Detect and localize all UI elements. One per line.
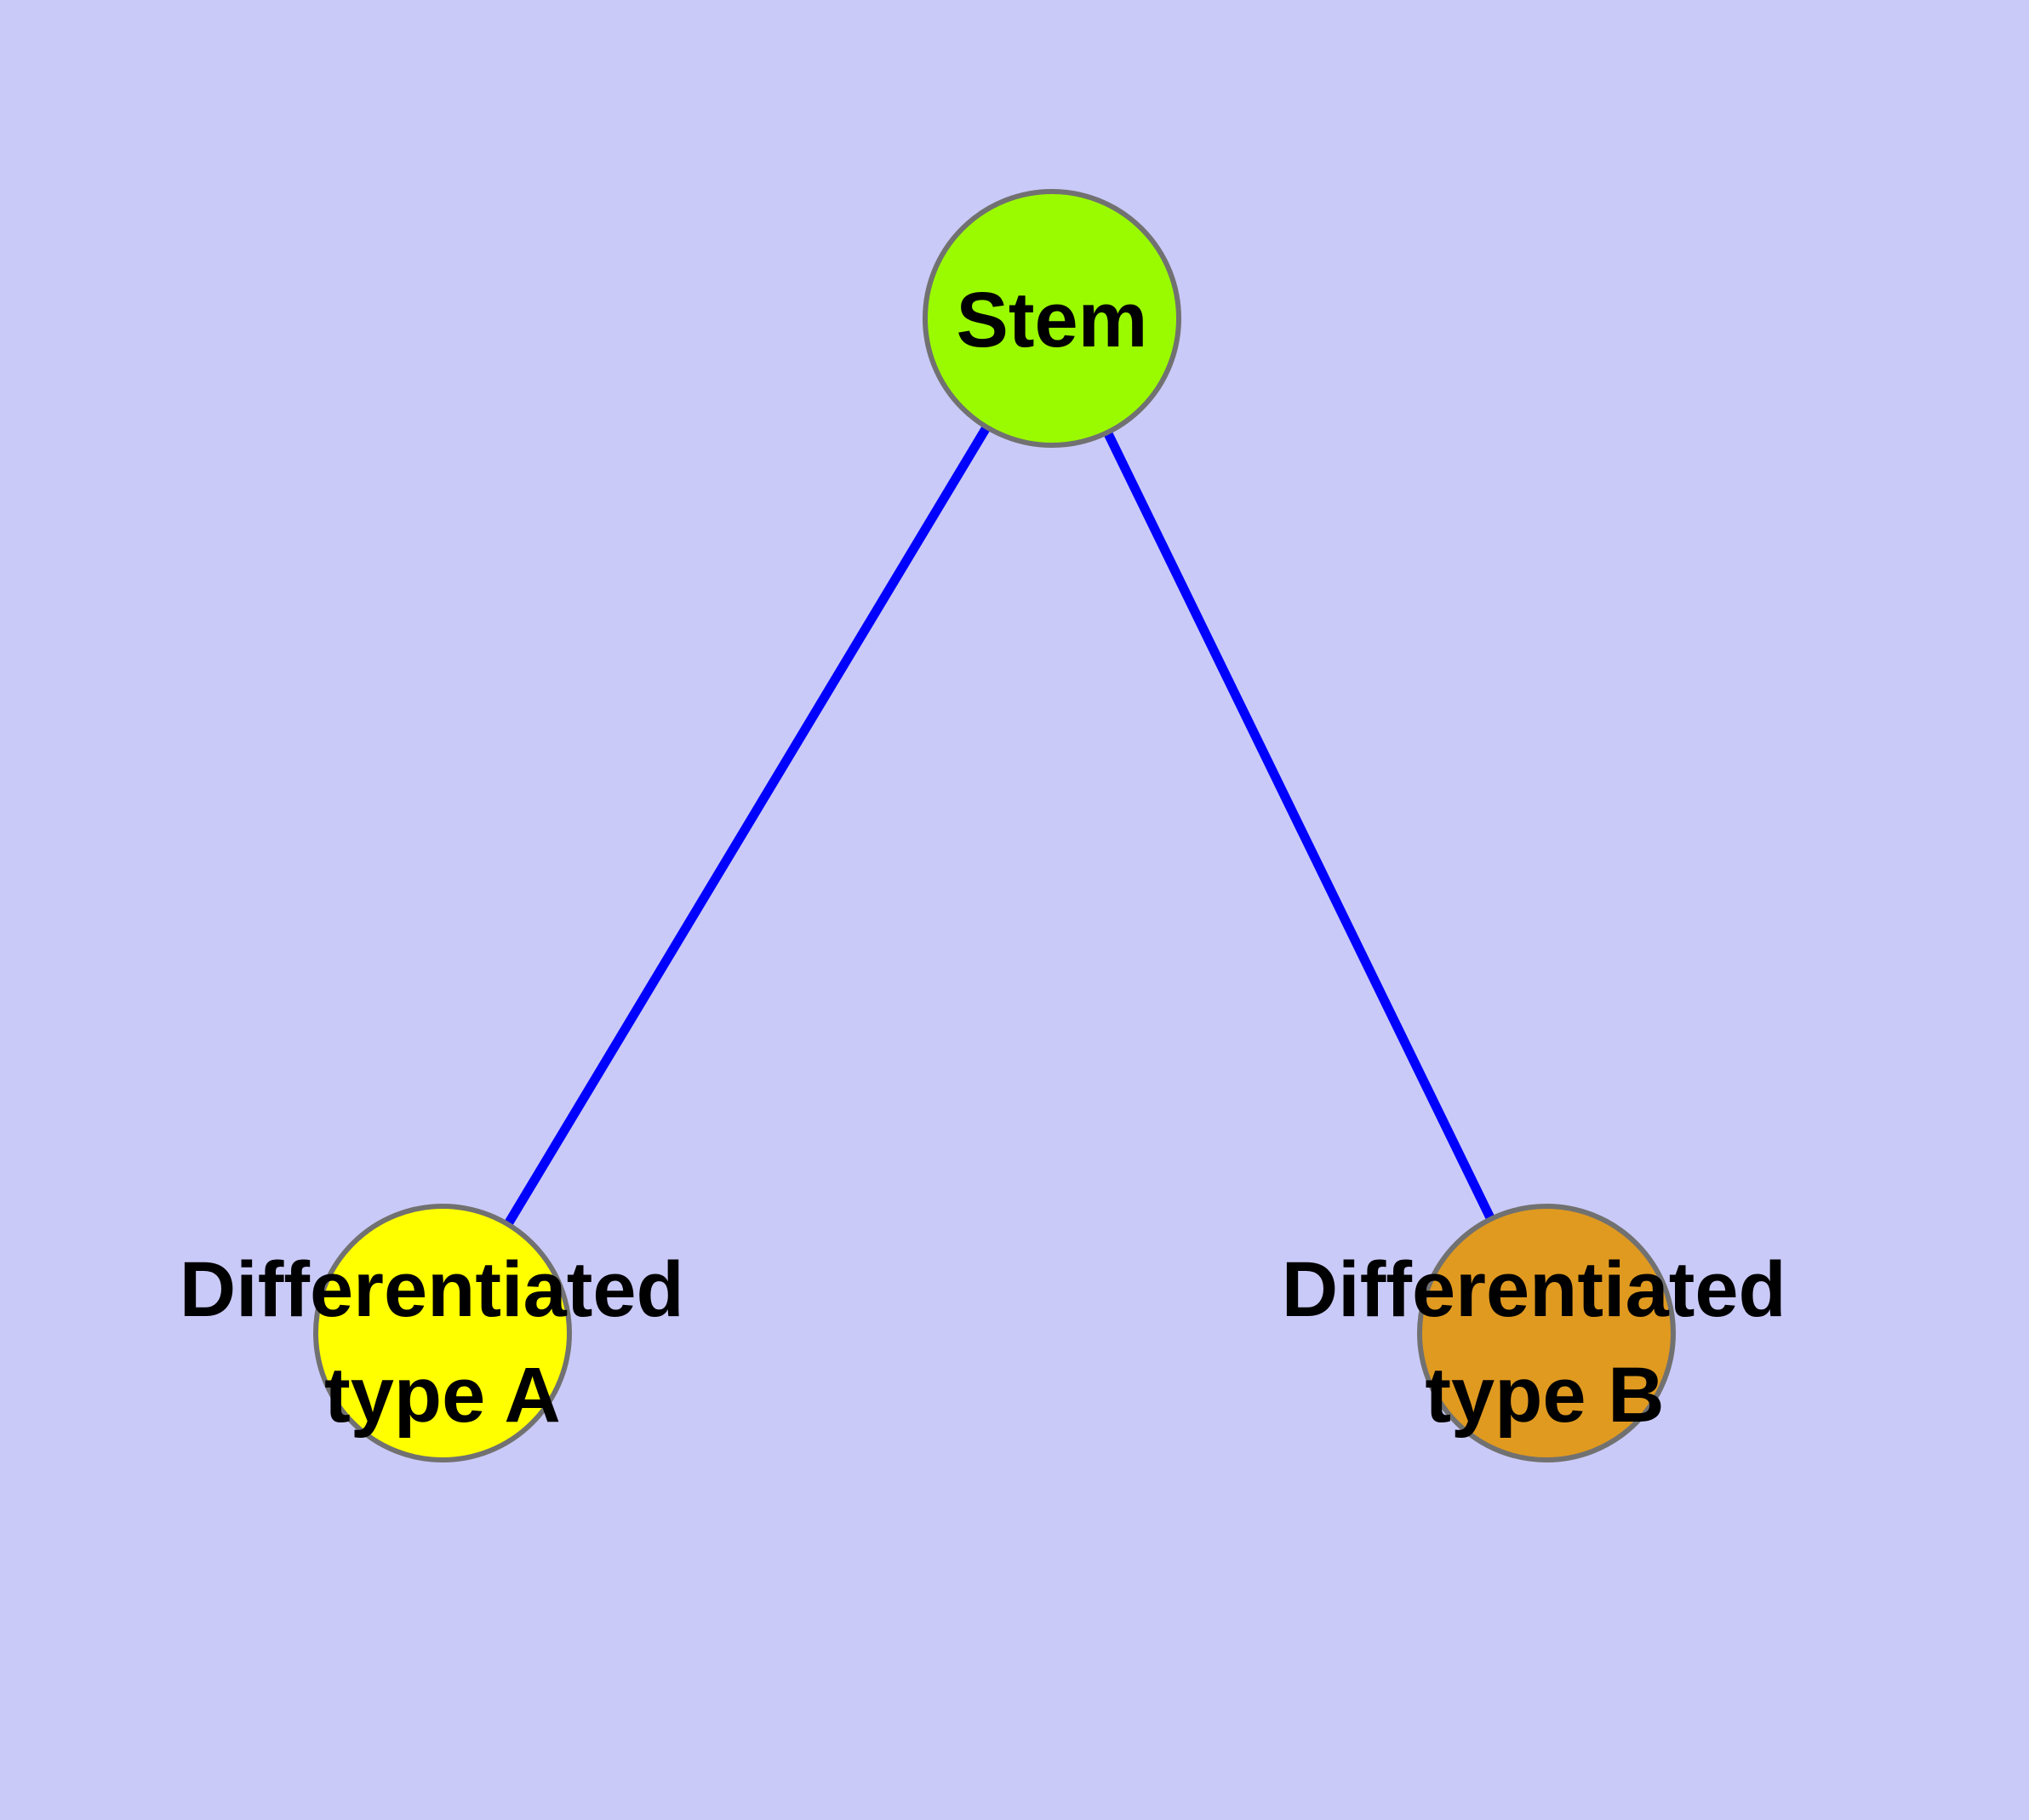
edge-stem-to-type-a <box>438 316 1056 1336</box>
node-type-b-label-line2: type B <box>1425 1352 1664 1439</box>
node-type-a-label-line1: Differentiated <box>180 1246 684 1333</box>
node-type-b-label: Differentiated type B <box>1282 1246 1809 1439</box>
node-type-a <box>316 1206 569 1460</box>
node-stem <box>925 192 1179 445</box>
node-type-b-label-line1: Differentiated <box>1282 1246 1786 1333</box>
node-type-a-label: Differentiated type A <box>180 1246 706 1439</box>
node-stem-border <box>923 189 1181 448</box>
node-type-b-border <box>1417 1204 1676 1462</box>
node-type-a-border <box>313 1204 572 1462</box>
edge-stem-to-type-b <box>1048 316 1551 1336</box>
node-type-b <box>1420 1206 1673 1460</box>
node-stem-label: Stem <box>957 277 1148 363</box>
node-type-a-label-line2: type A <box>324 1352 561 1439</box>
